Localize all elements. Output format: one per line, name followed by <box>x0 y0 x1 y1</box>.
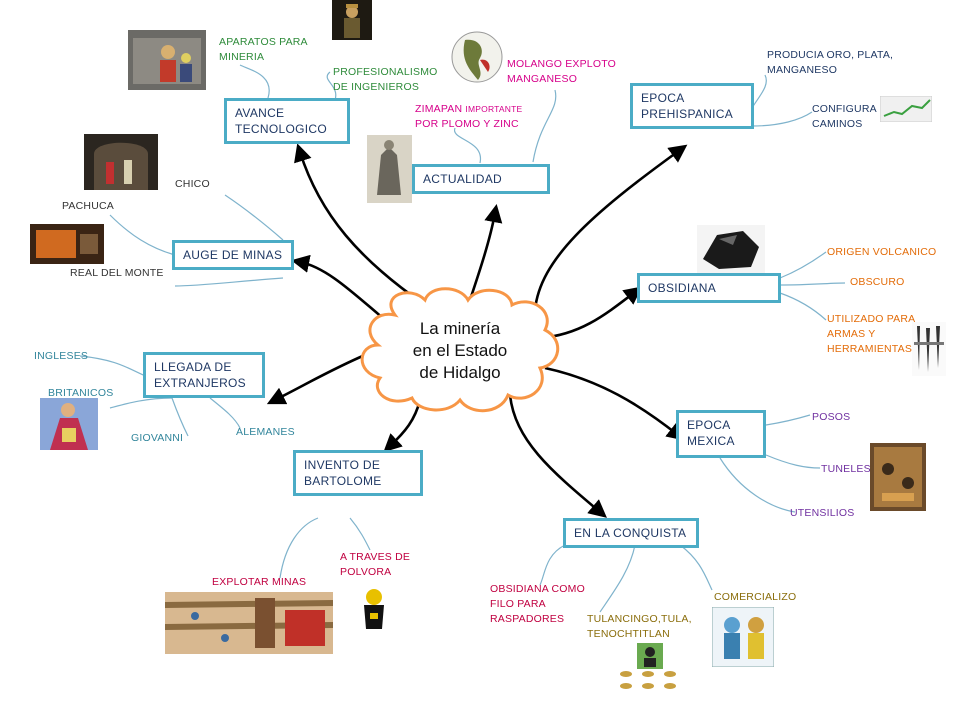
label-line: ARMAS Y <box>827 328 876 340</box>
sub-connectors <box>79 64 846 613</box>
label-ingleses: INGLESES <box>34 350 89 362</box>
roads-chart-image <box>880 96 932 122</box>
label-line: CONFIGURA <box>812 103 877 115</box>
node-auge-de-minas[interactable]: AUGE DE MINAS <box>172 240 294 270</box>
label-line: MANGANESO <box>507 73 578 85</box>
mine-photo <box>30 224 104 264</box>
label-line: DE INGENIEROS <box>333 81 420 93</box>
label-origen-volcanico: ORIGEN VOLCANICO <box>827 246 937 258</box>
label-tulancingo: TULANCINGO,TULA, TENOCHTITLAN <box>587 612 692 642</box>
central-topic-line: La minería <box>419 319 501 338</box>
node-actualidad[interactable]: ACTUALIDAD <box>412 164 550 194</box>
node-invento-de-bartolome[interactable]: INVENTO DE BARTOLOME <box>293 450 423 496</box>
node-label: OBSIDIANA <box>648 281 717 295</box>
label-chico: CHICO <box>175 178 210 190</box>
node-label: EPOCA <box>687 418 731 432</box>
label-line: POLVORA <box>340 566 392 578</box>
label-tuneles: TUNELES <box>821 463 871 475</box>
label-zimapan: ZIMAPAN IMPORTANTE POR PLOMO Y ZINC <box>415 102 522 132</box>
label-polvora: A TRAVES DE POLVORA <box>340 550 410 580</box>
label-obsidiana-filo: OBSIDIANA COMO FILO PARA RASPADORES <box>490 582 585 627</box>
obsidian-rock-image <box>697 225 765 273</box>
label-comercializo: COMERCIALIZO <box>714 591 797 603</box>
label-line: A TRAVES DE <box>340 551 411 563</box>
label-line: OBSIDIANA COMO <box>490 583 585 595</box>
miners-sketch-image <box>367 135 412 203</box>
node-label: PREHISPANICA <box>641 107 734 121</box>
person-icon <box>637 643 663 669</box>
mine-tunnel-photo <box>84 134 158 190</box>
label-britanicos: BRITANICOS <box>48 387 114 399</box>
label-line: MOLANGO EXPLOTO <box>507 58 616 70</box>
engineer-photo <box>332 0 372 40</box>
label-posos: POSOS <box>812 411 851 423</box>
node-label: MEXICA <box>687 434 735 448</box>
central-topic-line: de Hidalgo <box>419 363 501 382</box>
node-label: EPOCA <box>641 91 685 105</box>
label-profesionalismo: PROFESIONALISMO DE INGENIEROS <box>333 65 438 95</box>
label-configura: CONFIGURA CAMINOS <box>812 102 877 132</box>
node-label: AUGE DE MINAS <box>183 248 283 262</box>
label-line: TENOCHTITLAN <box>587 628 670 640</box>
label-line: POR PLOMO Y ZINC <box>415 118 519 130</box>
node-en-la-conquista[interactable]: EN LA CONQUISTA <box>563 518 699 548</box>
label-line: MINERIA <box>219 51 265 63</box>
label-utensilios: UTENSILIOS <box>790 507 855 519</box>
label-real-del-monte: REAL DEL MONTE <box>70 267 164 279</box>
label-line: HERRAMIENTAS <box>827 343 913 355</box>
label-line: IMPORTANTE <box>465 104 523 114</box>
label-explotar-minas: EXPLOTAR MINAS <box>212 576 307 588</box>
label-line: APARATOS PARA <box>219 36 308 48</box>
explosion-icon <box>356 583 392 633</box>
central-topic: La minería en el Estado de Hidalgo <box>385 318 535 384</box>
globe-map-image <box>451 31 503 83</box>
label-line: FILO PARA <box>490 598 546 610</box>
node-label: INVENTO DE <box>304 458 381 472</box>
label-line: PROFESIONALISMO <box>333 66 438 78</box>
foreigners-illustration <box>40 398 98 450</box>
central-topic-line: en el Estado <box>412 341 508 360</box>
node-label: AVANCE <box>235 106 285 120</box>
mine-cross-section-illustration <box>165 592 333 654</box>
label-utilizado: UTILIZADO PARA ARMAS Y HERRAMIENTAS <box>827 312 915 357</box>
node-label: BARTOLOME <box>304 474 382 488</box>
miners-photo <box>128 30 206 90</box>
label-line: TULANCINGO,TULA, <box>587 613 692 625</box>
label-pachuca: PACHUCA <box>62 200 114 212</box>
label-line: CAMINOS <box>812 118 863 130</box>
label-line: PRODUCIA ORO, PLATA, <box>767 49 894 61</box>
label-obscuro: OBSCURO <box>850 276 905 288</box>
node-epoca-mexica[interactable]: EPOCA MEXICA <box>676 410 766 458</box>
node-avance-tecnologico[interactable]: AVANCE TECNOLOGICO <box>224 98 350 144</box>
label-line: ZIMAPAN <box>415 103 463 115</box>
goods-icons <box>620 671 676 689</box>
trade-cartoon-image <box>712 607 774 667</box>
node-label: EN LA CONQUISTA <box>574 526 687 540</box>
label-giovanni: GIOVANNI <box>131 432 184 444</box>
obsidian-tools-image <box>912 322 946 376</box>
node-label: ACTUALIDAD <box>423 172 503 186</box>
node-label: EXTRANJEROS <box>154 376 246 390</box>
node-label: TECNOLOGICO <box>235 122 327 136</box>
label-producia: PRODUCIA ORO, PLATA, MANGANESO <box>767 48 893 78</box>
node-epoca-prehispanica[interactable]: EPOCA PREHISPANICA <box>630 83 754 129</box>
label-alemanes: ALEMANES <box>236 426 295 438</box>
label-aparatos: APARATOS PARA MINERIA <box>219 35 308 65</box>
label-line: MANGANESO <box>767 64 838 76</box>
node-label: LLEGADA DE <box>154 360 232 374</box>
label-line: RASPADORES <box>490 613 565 625</box>
node-obsidiana[interactable]: OBSIDIANA <box>637 273 781 303</box>
central-cloud <box>360 287 560 413</box>
label-molango: MOLANGO EXPLOTO MANGANESO <box>507 57 616 87</box>
main-arrows <box>266 143 688 518</box>
node-llegada-de-extranjeros[interactable]: LLEGADA DE EXTRANJEROS <box>143 352 265 398</box>
aztec-mining-illustration <box>870 443 926 511</box>
label-line: UTILIZADO PARA <box>827 313 916 325</box>
